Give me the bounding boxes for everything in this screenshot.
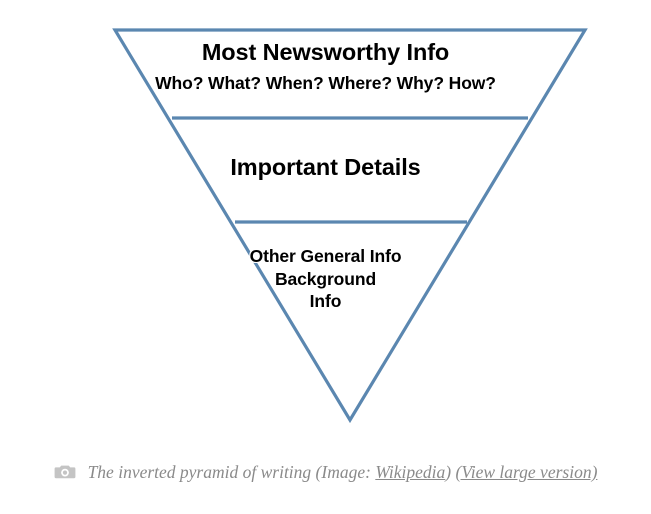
tier-3-line-3: Info <box>309 291 342 311</box>
tier-1-title: Most Newsworthy Info <box>201 39 450 65</box>
tier-2-title: Important Details <box>230 154 421 180</box>
tier-3-text-block: Other General Info Background Info <box>0 245 651 313</box>
pyramid-outline <box>112 28 588 424</box>
caption-after-link: ) <box>445 462 456 482</box>
pyramid-diagram: Most Newsworthy Info Who? What? When? Wh… <box>0 28 651 424</box>
pyramid-svg <box>112 28 588 424</box>
tier-3-line-2: Background <box>274 268 377 289</box>
tier-3-line-1: Other General Info <box>249 246 402 266</box>
camera-icon <box>54 465 75 479</box>
caption-view-large-link[interactable]: (View large version) <box>455 462 598 482</box>
tier-1-subtitle: Who? What? When? Where? Why? How? <box>155 73 496 93</box>
caption-source-link[interactable]: Wikipedia <box>375 462 446 482</box>
caption-text: The inverted pyramid of writing (Image: … <box>88 461 598 483</box>
figure-caption: The inverted pyramid of writing (Image: … <box>0 455 651 489</box>
caption-before-link: The inverted pyramid of writing (Image: <box>87 462 376 482</box>
